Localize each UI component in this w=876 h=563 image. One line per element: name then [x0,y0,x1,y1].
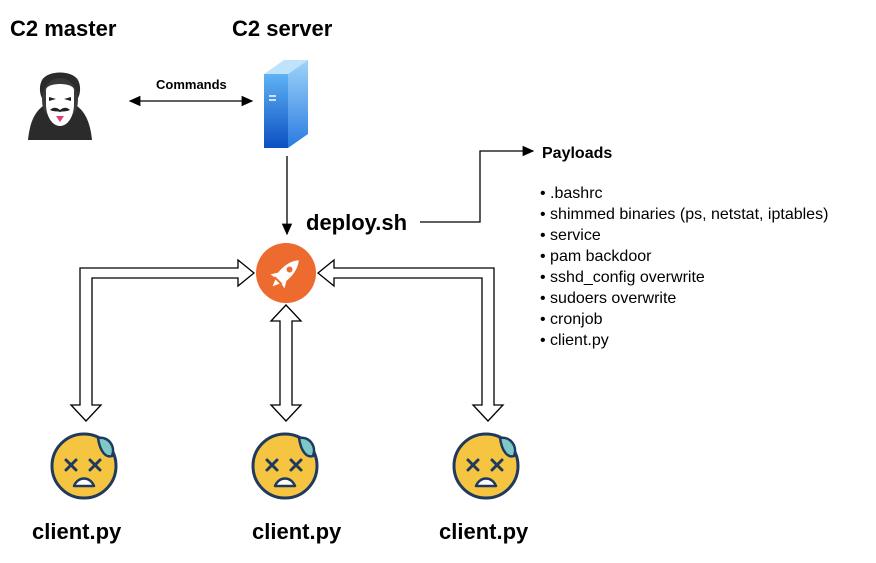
server-label: C2 server [232,16,333,41]
payload-item: sudoers overwrite [540,288,828,309]
middle-client-link-arrow [269,304,303,422]
payload-item: cronjob [540,309,828,330]
payloads-list: .bashrc shimmed binaries (ps, netstat, i… [540,183,828,351]
hacker-mask-icon [28,72,92,140]
master-label: C2 master [10,16,117,41]
deploy-to-payloads-arrow [420,145,535,223]
client-3-label: client.py [439,519,529,544]
client-3-dizzy-face-icon [452,432,520,500]
rocket-icon [256,243,316,303]
payload-item: client.py [540,330,828,351]
payload-item: shimmed binaries (ps, netstat, iptables) [540,204,828,225]
client-2-label: client.py [252,519,342,544]
left-client-link-arrow [69,258,256,422]
payload-item: sshd_config overwrite [540,267,828,288]
payload-item: .bashrc [540,183,828,204]
deploy-label: deploy.sh [306,210,408,235]
server-tower-icon [264,60,308,148]
client-1-dizzy-face-icon [50,432,118,500]
commands-label: Commands [156,77,227,92]
payloads-title: Payloads [542,145,613,162]
payload-item: pam backdoor [540,246,828,267]
right-client-link-arrow [316,258,505,422]
payload-item: service [540,225,828,246]
client-1-label: client.py [32,519,122,544]
client-2-dizzy-face-icon [251,432,319,500]
